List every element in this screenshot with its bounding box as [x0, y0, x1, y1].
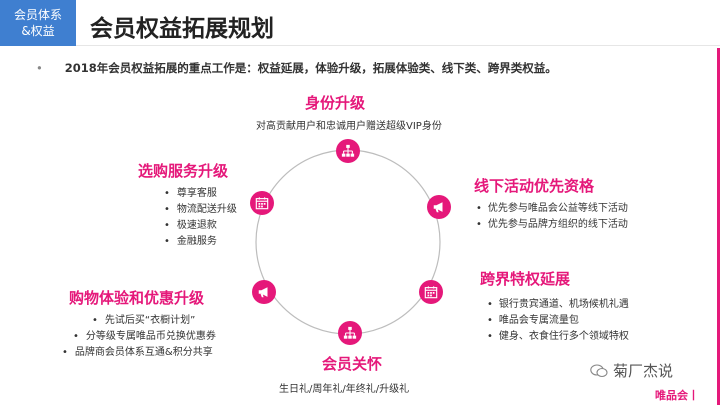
- list-item: 先试后买“衣橱计划”: [62, 313, 216, 329]
- title-bar: 会员权益拓展规划: [76, 0, 720, 46]
- list-crossover-privilege: 银行贵宾通道、机场候机礼遇 唯品会专属流量包 健身、衣食住行多个领域特权: [487, 297, 629, 345]
- heading-member-care: 会员关怀: [322, 355, 383, 373]
- calendar-icon: [419, 280, 443, 304]
- brand-logo-text: 唯品会丨: [655, 389, 699, 402]
- heading-crossover-privilege: 跨界特权延展: [480, 270, 571, 288]
- watermark-text: 菊厂杰说: [613, 362, 674, 380]
- list-offline-priority: 优先参与唯品会公益等线下活动 优先参与品牌方组织的线下活动: [476, 201, 628, 233]
- list-item: 物流配送升级: [164, 202, 237, 218]
- list-item: 尊享客服: [164, 186, 237, 202]
- watermark: 菊厂杰说: [590, 360, 673, 381]
- desc-member-care: 生日礼/周年礼/年终礼/升级礼: [279, 384, 410, 395]
- summary-sentence: 2018年会员权益拓展的重点工作是：权益延展，体验升级，拓展体验类、线下类、跨界…: [64, 61, 557, 75]
- summary-bullet: •: [36, 61, 43, 75]
- cycle-ring-circle: [255, 149, 441, 335]
- megaphone-icon: [427, 195, 451, 219]
- accent-side-line: [717, 48, 720, 405]
- list-item: 金融服务: [164, 234, 237, 250]
- org-chart-icon: [336, 139, 360, 163]
- page-title: 会员权益拓展规划: [90, 16, 274, 42]
- heading-shopping-service: 选购服务升级: [138, 162, 229, 180]
- section-tag: 会员体系 &权益: [0, 0, 76, 46]
- calendar-icon: [250, 191, 274, 215]
- list-item: 唯品会专属流量包: [487, 313, 629, 329]
- list-item: 品牌商会员体系互通&积分共享: [62, 345, 216, 361]
- list-item: 银行贵宾通道、机场候机礼遇: [487, 297, 629, 313]
- list-item: 健身、衣食住行多个领域特权: [487, 329, 629, 345]
- heading-shopping-experience: 购物体验和优惠升级: [69, 289, 205, 307]
- summary-text: • 2018年会员权益拓展的重点工作是：权益延展，体验升级，拓展体验类、线下类、跨…: [36, 60, 557, 76]
- list-item: 分等级专属唯品币兑换优惠券: [62, 329, 216, 345]
- heading-identity-upgrade: 身份升级: [305, 94, 366, 112]
- section-tag-line2: &权益: [21, 24, 55, 38]
- org-chart-icon: [338, 321, 362, 345]
- heading-offline-priority: 线下活动优先资格: [474, 177, 595, 195]
- list-shopping-service: 尊享客服 物流配送升级 极速退款 金融服务: [164, 186, 237, 250]
- section-tag-line1: 会员体系: [13, 8, 62, 22]
- list-shopping-experience: 先试后买“衣橱计划” 分等级专属唯品币兑换优惠券 品牌商会员体系互通&积分共享: [62, 313, 216, 361]
- megaphone-icon: [252, 280, 276, 304]
- list-item: 优先参与品牌方组织的线下活动: [476, 217, 628, 233]
- wechat-icon: [590, 363, 608, 377]
- list-item: 优先参与唯品会公益等线下活动: [476, 201, 628, 217]
- list-item: 极速退款: [164, 218, 237, 234]
- desc-identity-upgrade: 对高贡献用户和忠诚用户赠送超级VIP身份: [256, 121, 442, 132]
